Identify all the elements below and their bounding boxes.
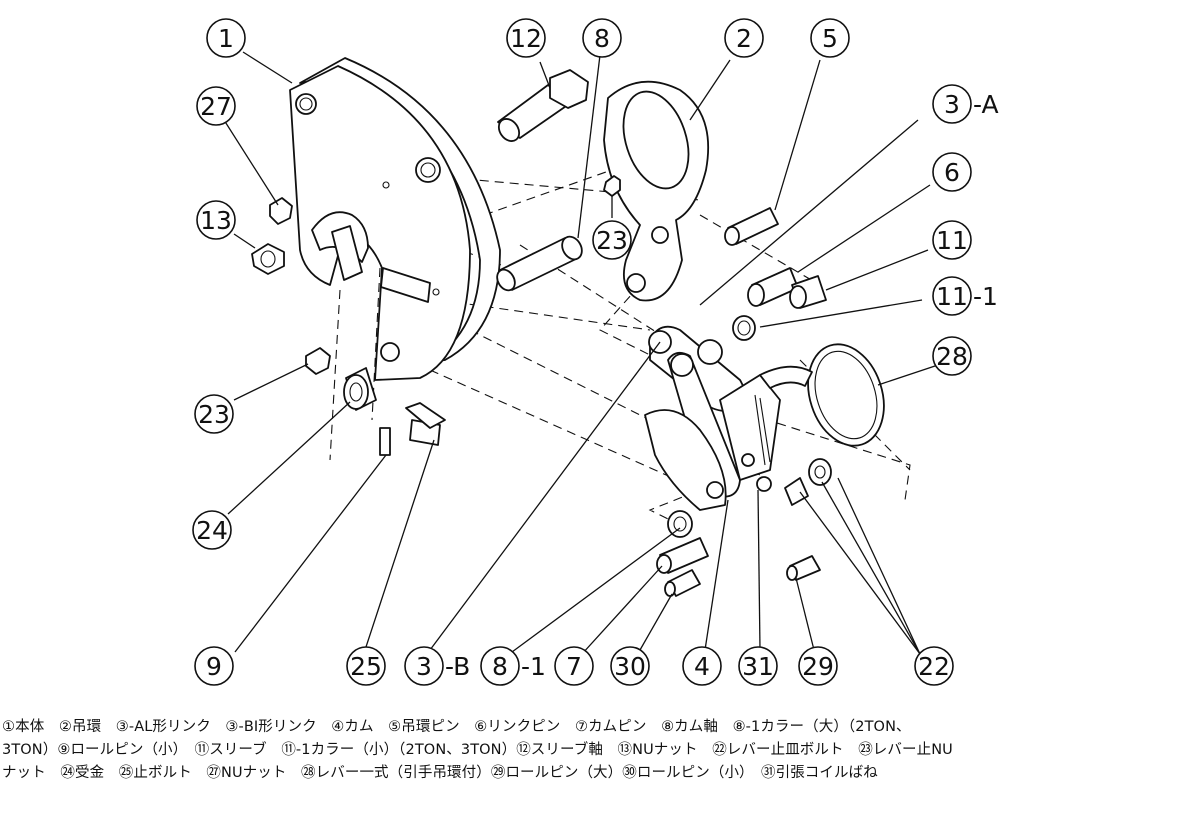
callout-circle <box>194 646 234 686</box>
callout-number: 3 <box>944 90 960 119</box>
callout-c25: 25 <box>346 646 386 686</box>
callout-c4: 4 <box>682 646 722 686</box>
callout-circle <box>932 84 972 124</box>
callout-suffix: -A <box>973 90 999 119</box>
callout-suffix: -B <box>445 652 470 681</box>
callout-number: 11 <box>936 282 968 311</box>
callout-circle <box>738 646 778 686</box>
callout-c7: 7 <box>554 646 594 686</box>
callout-c3a: 3 -A <box>932 84 999 124</box>
callout-number: 2 <box>736 24 752 53</box>
callout-circle <box>810 18 850 58</box>
callout-c31: 31 <box>738 646 778 686</box>
callout-number: 6 <box>944 158 960 187</box>
callout-suffix: -1 <box>521 652 546 681</box>
callout-circle <box>798 646 838 686</box>
callout-c28: 28 <box>932 336 972 376</box>
legend-line: 3TON）⑨ロールピン（小） ⑪スリーブ ⑪-1カラー（小）（2TON、3TON… <box>2 742 953 758</box>
suspension-ring-part <box>603 80 710 302</box>
callout-circle <box>194 394 234 434</box>
callout-c22: 22 <box>914 646 954 686</box>
small-pins-part <box>724 207 827 341</box>
callout-number: 5 <box>822 24 838 53</box>
callout-circle <box>592 220 632 260</box>
callout-circle <box>932 152 972 192</box>
callout-number: 29 <box>802 652 834 681</box>
callout-c5: 5 <box>810 18 850 58</box>
callout-circle <box>932 220 972 260</box>
exploded-parts-diagram: 1271323249253-B12823253-A61111-1288-1730… <box>192 18 999 686</box>
callout-circle <box>682 646 722 686</box>
callout-circle <box>582 18 622 58</box>
callout-number: 8 <box>492 652 508 681</box>
callout-number: 7 <box>566 652 582 681</box>
callout-suffix: -1 <box>973 282 998 311</box>
callout-c8: 8 <box>582 18 622 58</box>
callout-circle <box>554 646 594 686</box>
callout-c11: 11 <box>932 220 972 260</box>
callout-c2: 2 <box>724 18 764 58</box>
callout-c13: 13 <box>196 200 236 240</box>
callout-circle <box>724 18 764 58</box>
callout-number: 1 <box>218 24 234 53</box>
callout-circle <box>932 336 972 376</box>
cam-shaft-part <box>496 235 583 292</box>
callout-c12: 12 <box>506 18 546 58</box>
callout-number: 4 <box>694 652 710 681</box>
callout-c24: 24 <box>192 510 232 550</box>
callout-number: 25 <box>350 652 382 681</box>
callout-number: 31 <box>742 652 774 681</box>
sleeve-shaft-part <box>497 69 589 142</box>
legend-line: ①本体 ②吊環 ③-AL形リンク ③-BI形リンク ④カム ⑤吊環ピン ⑥リンク… <box>2 719 911 735</box>
callout-number: 24 <box>196 516 228 545</box>
legend-line: ナット ㉔受金 ㉕止ボルト ㉗NUナット ㉘レバー一式（引手吊環付）㉙ロールピン… <box>2 765 878 781</box>
main-body-part <box>289 57 501 381</box>
link-and-cam-part <box>644 325 781 511</box>
callout-number: 12 <box>510 24 542 53</box>
callout-circle <box>932 276 972 316</box>
callout-circle <box>506 18 546 58</box>
callout-number: 13 <box>200 206 232 235</box>
callout-number: 27 <box>200 92 232 121</box>
callout-c23a: 23 <box>194 394 234 434</box>
callout-c23b: 23 <box>592 220 632 260</box>
callout-circle <box>196 86 236 126</box>
callout-circle <box>196 200 236 240</box>
callout-number: 22 <box>918 652 950 681</box>
callout-number: 23 <box>198 400 230 429</box>
callout-circle <box>404 646 444 686</box>
callout-number: 28 <box>936 342 968 371</box>
callout-number: 30 <box>614 652 646 681</box>
callout-c29: 29 <box>798 646 838 686</box>
callout-number: 11 <box>936 226 968 255</box>
bottom-small-parts <box>656 458 832 597</box>
callout-c11-1: 11-1 <box>932 276 998 316</box>
callout-number: 3 <box>416 652 432 681</box>
callout-c27: 27 <box>196 86 236 126</box>
callout-number: 8 <box>594 24 610 53</box>
lever-ring-part <box>759 343 885 447</box>
callout-circle <box>610 646 650 686</box>
leader-lines <box>223 51 939 655</box>
callout-c30: 30 <box>610 646 650 686</box>
callout-circle <box>480 646 520 686</box>
callout-circle <box>206 18 246 58</box>
callout-c6: 6 <box>932 152 972 192</box>
callout-number: 9 <box>206 652 222 681</box>
callout-c8-1: 8 -1 <box>480 646 546 686</box>
callout-c1: 1 <box>206 18 246 58</box>
callout-c3b: 3 -B <box>404 646 470 686</box>
callout-circle <box>346 646 386 686</box>
left-small-parts <box>251 175 621 456</box>
parts-legend: ①本体 ②吊環 ③-AL形リンク ③-BI形リンク ④カム ⑤吊環ピン ⑥リンク… <box>2 716 1196 785</box>
callout-circle <box>192 510 232 550</box>
callout-circle <box>914 646 954 686</box>
callout-number: 23 <box>596 226 628 255</box>
callout-c9: 9 <box>194 646 234 686</box>
